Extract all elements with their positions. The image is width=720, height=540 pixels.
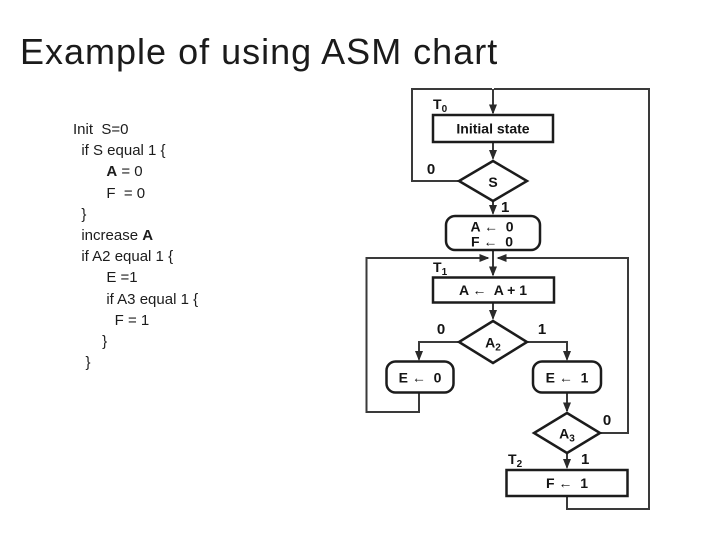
code-line: if S equal 1 { <box>73 140 198 161</box>
code-line: Init S=0 <box>73 119 198 140</box>
branch-label-a3-true: 1 <box>581 451 589 468</box>
code-segment: = 0 <box>117 163 143 181</box>
code-segment: if S equal 1 { <box>73 142 166 160</box>
branch-label-s-true: 1 <box>501 199 509 216</box>
decision-s-diamond <box>456 159 530 203</box>
code-segment: } <box>73 205 87 223</box>
output-box-e0 <box>385 360 455 394</box>
code-segment: } <box>73 354 91 372</box>
decision-a3-diamond <box>531 411 603 455</box>
code-line: F = 0 <box>73 183 198 204</box>
decision-a2-label: A2 <box>485 335 501 354</box>
state-label-t1: T1 <box>433 259 448 278</box>
code-line: A = 0 <box>73 161 198 182</box>
code-segment: if A3 equal 1 { <box>73 290 199 308</box>
connector-a2-true <box>527 341 571 361</box>
code-line: } <box>73 204 198 225</box>
branch-label-a2-true: 1 <box>538 321 546 338</box>
code-segment: increase <box>73 227 143 245</box>
decision-s-label: S <box>488 174 497 190</box>
code-line: if A3 equal 1 { <box>73 289 198 310</box>
decision-a2-diamond <box>456 319 530 365</box>
initial-state-box <box>431 113 555 144</box>
pseudocode-block: Init S=0 if S equal 1 { A = 0 F = 0 } in… <box>73 119 198 373</box>
state-label-increment: A ← A + 1 <box>459 282 527 298</box>
code-line: } <box>73 352 198 373</box>
connector-e0-loop <box>365 254 490 413</box>
output-box-e1 <box>531 360 603 394</box>
code-line: E =1 <box>73 267 198 288</box>
branch-label-s-false: 0 <box>427 161 435 178</box>
state-label-t2: T2 <box>508 451 523 470</box>
code-line: F = 1 <box>73 310 198 331</box>
connector-a2-false <box>415 341 459 361</box>
connector-f1-feedback-loop <box>494 88 650 510</box>
code-segment: E =1 <box>73 269 138 287</box>
state-label-f1: F ← 1 <box>546 475 588 491</box>
branch-label-a2-false: 0 <box>437 321 445 338</box>
code-bold-segment: A <box>106 163 118 181</box>
initial-state-label: Initial state <box>456 121 529 137</box>
code-line: } <box>73 331 198 352</box>
decision-a3-label: A3 <box>559 426 575 445</box>
connector-s-false-loop <box>411 88 492 182</box>
connector-a3-false-loop <box>496 254 629 434</box>
code-segment: if A2 equal 1 { <box>73 248 174 266</box>
output-label-f0: F ← 0 <box>471 234 513 250</box>
code-line: increase A <box>73 225 198 246</box>
code-segment: Init S=0 <box>73 121 129 138</box>
code-line: if A2 equal 1 { <box>73 246 198 267</box>
code-segment: F = 0 <box>73 184 146 202</box>
state-label-t0: T0 <box>433 96 448 115</box>
state-box-increment <box>431 276 556 304</box>
code-bold-segment: A <box>142 227 154 245</box>
output-box-a0-f0 <box>444 214 542 252</box>
output-label-e1: E ← 1 <box>546 370 589 386</box>
output-label-e0: E ← 0 <box>399 370 442 386</box>
branch-label-a3-false: 0 <box>603 412 611 429</box>
slide-title: Example of using ASM chart <box>20 31 499 72</box>
output-label-a0: A ← 0 <box>470 219 513 235</box>
code-segment: } <box>73 333 108 351</box>
state-box-f1 <box>505 468 629 498</box>
code-segment: F = 1 <box>73 311 150 329</box>
